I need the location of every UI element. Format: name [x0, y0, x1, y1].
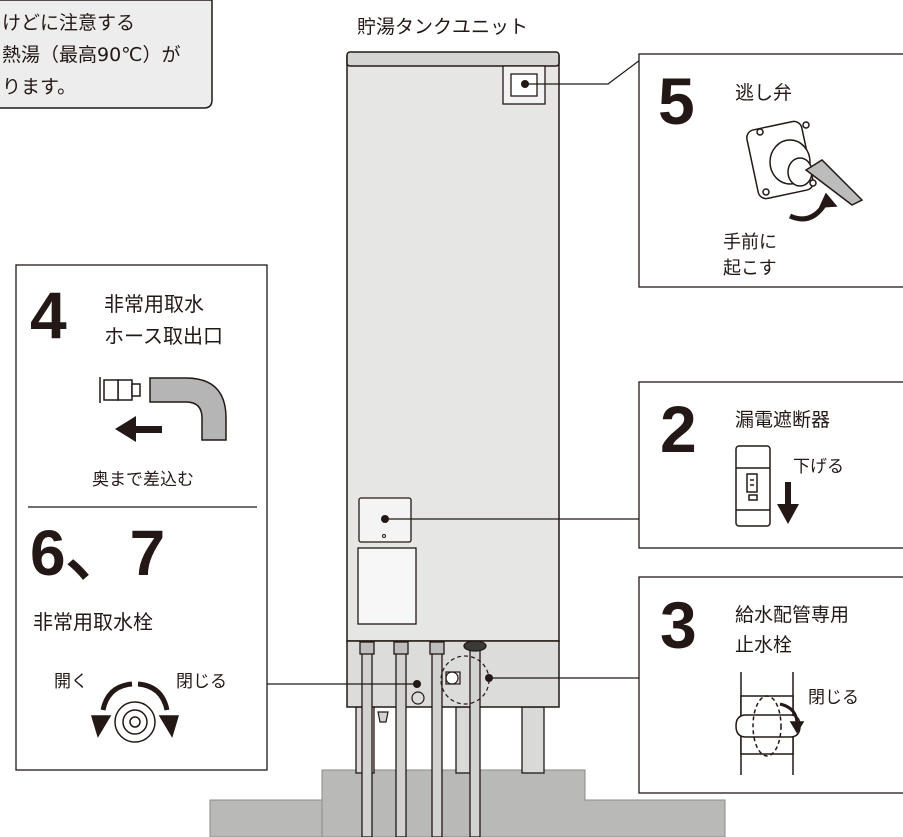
relief-valve-icon	[746, 120, 864, 222]
warning-line-2: 熱湯（最高90℃）が	[2, 44, 181, 66]
tap-knob-icon	[90, 681, 180, 743]
pipe-fittings	[377, 655, 490, 723]
step67-close-label: 閉じる	[176, 672, 227, 692]
step4-title-line2: ホース取出口	[104, 324, 223, 348]
hose-outlet-icon	[99, 377, 227, 441]
step3-action: 閉じる	[808, 688, 859, 708]
step4-number: 4	[30, 278, 67, 352]
arrow-down-icon	[777, 482, 799, 524]
step3-box	[638, 576, 903, 794]
step2-title: 漏電遮断器	[735, 409, 831, 431]
step67-title: 非常用取水栓	[33, 610, 153, 634]
step67-number: 6、7	[30, 517, 166, 589]
step2-box	[638, 381, 903, 549]
step67-open-label: 開く	[54, 672, 88, 692]
leader-lines	[267, 59, 641, 685]
step3-number: 3	[660, 588, 697, 662]
breaker-icon	[735, 445, 771, 527]
step3-title-line2: 止水栓	[735, 634, 793, 656]
warning-box	[0, 0, 213, 109]
pipes	[359, 640, 487, 837]
step3-title-line1: 給水配管専用	[735, 604, 850, 626]
concrete-base	[209, 769, 726, 837]
step2-action: 下げる	[793, 457, 844, 477]
step4-title-line1: 非常用取水	[104, 292, 204, 316]
step5-action-line2: 起こす	[723, 258, 777, 279]
warning-line-1: けどに注意する	[2, 12, 136, 34]
step4-action: 奥まで差込む	[92, 470, 194, 490]
step5-number: 5	[658, 64, 695, 138]
step5-title: 逃し弁	[735, 82, 793, 104]
step2-number: 2	[660, 392, 697, 466]
arrow-left-icon	[115, 416, 162, 442]
tank-unit	[346, 51, 560, 708]
warning-line-3: ります。	[2, 76, 77, 98]
tank-title: 貯湯タンクユニット	[357, 16, 529, 38]
step5-action-line1: 手前に	[723, 232, 777, 253]
stop-valve-icon	[735, 672, 805, 775]
